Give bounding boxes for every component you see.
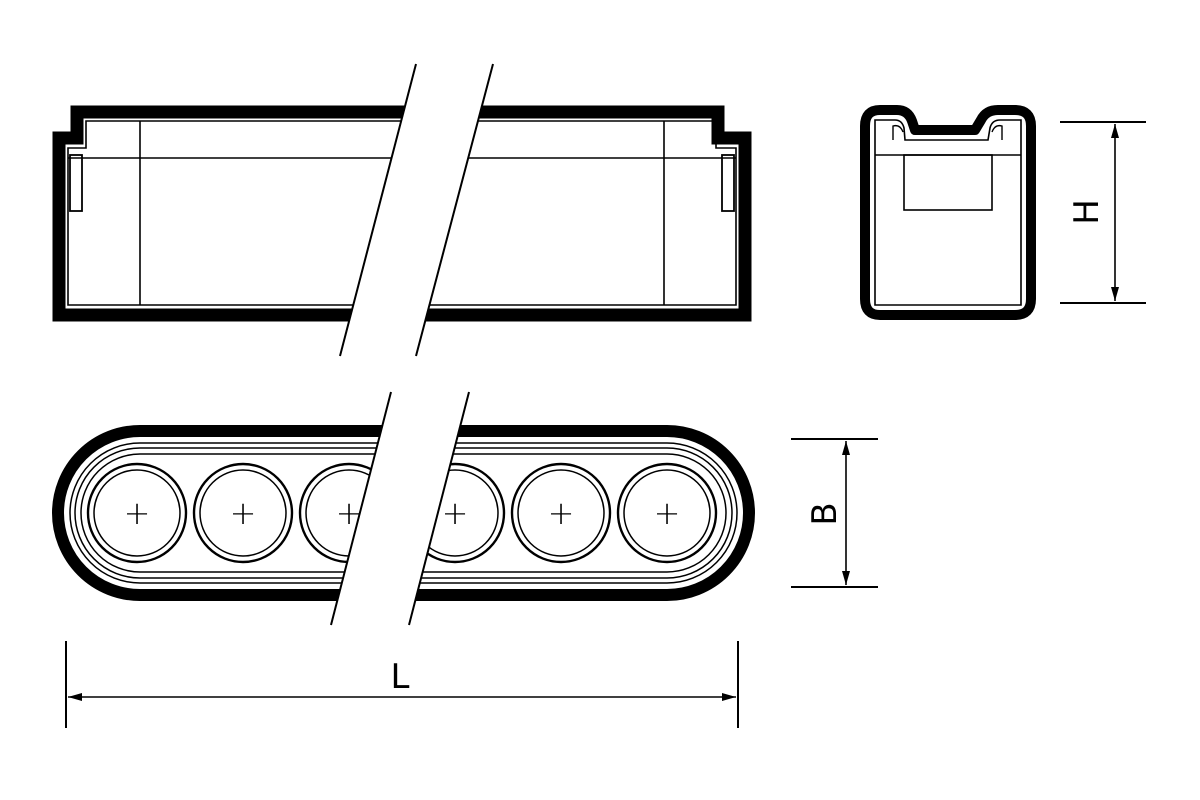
cell-cap-inner-ring [517,469,605,557]
length-label: L [391,657,410,697]
front-view-break-gap [340,64,493,356]
cell-cap-6: + [616,462,718,564]
cell-cap-inner-ring [93,469,181,557]
height-label: H [1067,199,1107,225]
length-arrow-left [68,693,82,701]
width-arrow-bottom [842,571,850,585]
plus-symbol: + [124,494,151,532]
plus-symbol: + [654,494,681,532]
width-arrow-top [842,441,850,455]
end-view-left-terminal [892,124,904,140]
front-view-left-handle [69,154,83,212]
height-arrow-bottom [1111,287,1119,301]
cell-cap-5: + [510,462,612,564]
cell-cap-2: + [192,462,294,564]
end-view-inner-wall [874,119,1022,306]
top-view-break-gap [331,392,469,625]
length-dimension [65,641,739,728]
cell-cap-outer-ring [616,462,718,564]
end-view-right-terminal [991,124,1003,140]
width-dimension [791,438,878,588]
end-view-case-outline [860,105,1036,320]
front-view-case-outline [52,105,752,322]
end-view [860,105,1036,320]
cell-cap-1: + [86,462,188,564]
height-dimension [1060,121,1146,304]
end-view-handle [903,154,993,211]
width-label: B [805,502,845,525]
cell-cap-outer-ring [510,462,612,564]
front-view-break-line-right [415,63,494,357]
top-view-break-line-right [408,391,470,626]
plus-symbol: + [230,494,257,532]
plus-symbol: + [548,494,575,532]
front-view-break-line-left [339,63,417,357]
plus-symbol: + [442,494,469,532]
cell-cap-outer-ring [192,462,294,564]
front-view-inner-wall [67,120,737,306]
cell-cap-outer-ring [86,462,188,564]
length-arrow-right [722,693,736,701]
cell-cap-inner-ring [199,469,287,557]
cell-caps: ++++++ [86,462,718,564]
cell-cap-inner-ring [623,469,711,557]
front-view-right-handle [721,154,735,212]
height-arrow-top [1111,124,1119,138]
top-view-break-line-left [330,391,392,626]
